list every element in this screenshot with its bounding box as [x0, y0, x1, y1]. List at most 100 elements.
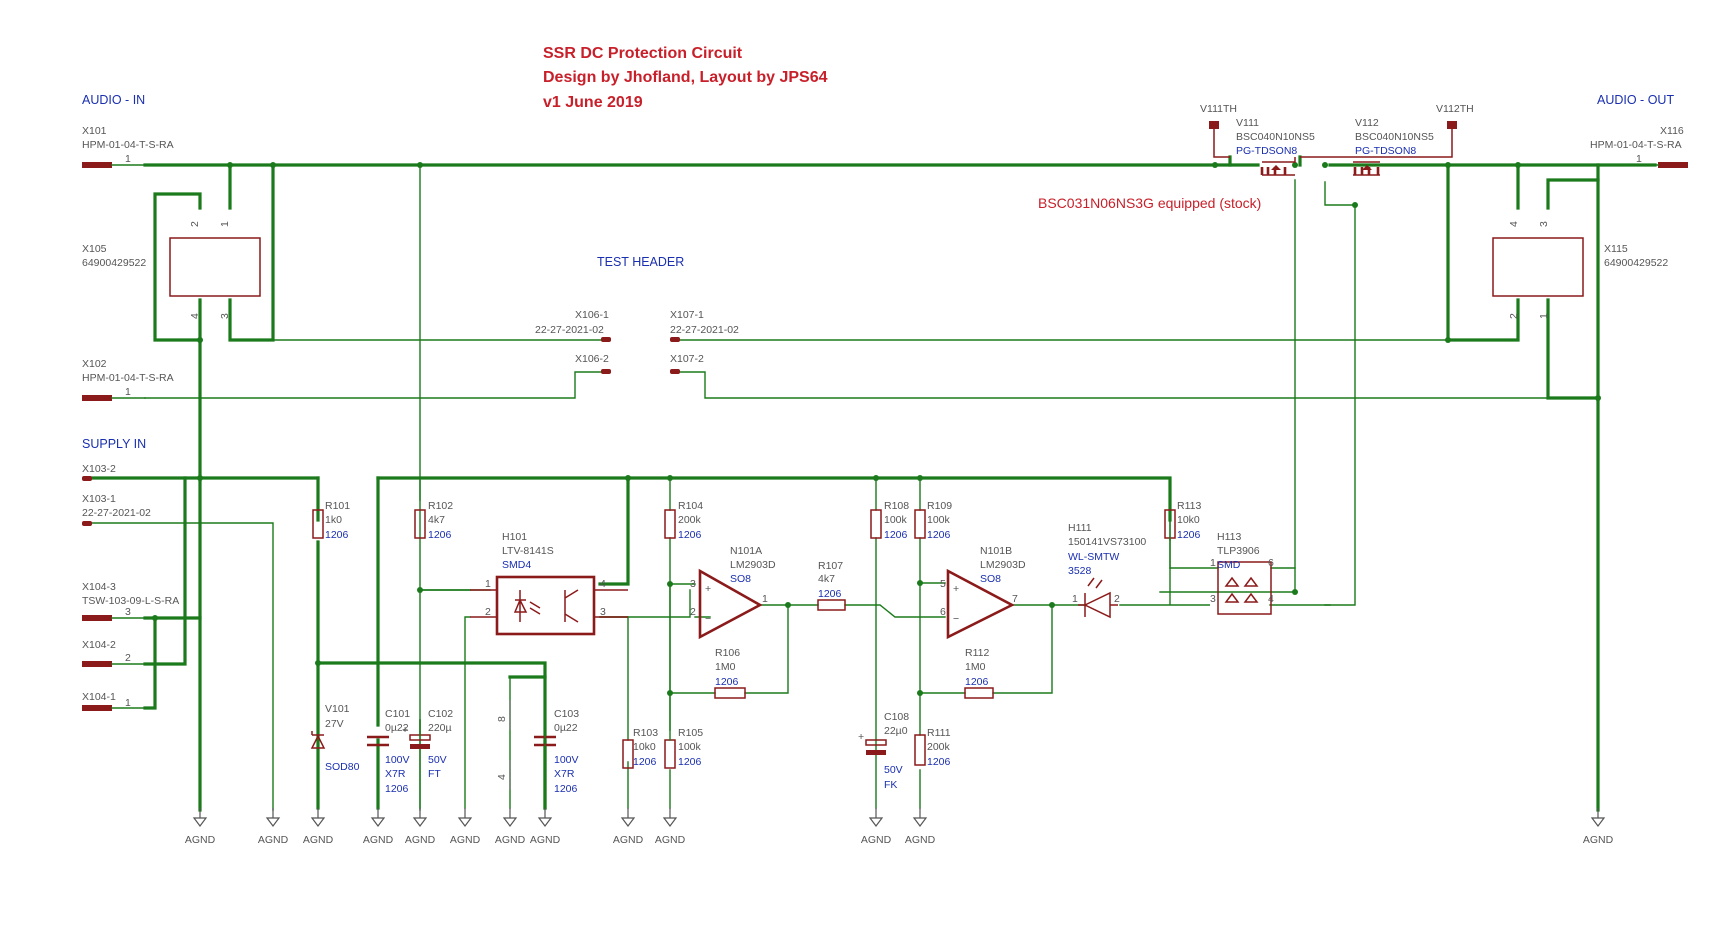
led-h111: H111 150141VS73100 WL-SMTW 3528 1 2 — [1068, 522, 1146, 619]
h113-package: SMD — [1217, 559, 1241, 571]
h113-pin-1: 1 — [1210, 557, 1216, 569]
ground-symbol: AGND — [363, 808, 394, 846]
agnd-label: AGND — [495, 834, 526, 846]
agnd-label: AGND — [613, 834, 644, 846]
x107-1-value: 22-27-2021-02 — [670, 324, 739, 336]
ground-symbol: AGND — [1583, 808, 1614, 846]
r103-value: 10k0 — [633, 741, 656, 753]
c108-plus: + — [858, 731, 864, 743]
ground-symbol: AGND — [495, 808, 526, 846]
heading-audio-in: AUDIO - IN — [82, 93, 145, 107]
r101-ref: R101 — [325, 500, 350, 512]
n101a-value: LM2903D — [730, 559, 776, 571]
x104-1-ref: X104-1 — [82, 691, 116, 703]
r106-package: 1206 — [715, 676, 739, 688]
h111-ref: H111 — [1068, 522, 1092, 534]
resistor-r111: R111 200k 1206 — [914, 727, 951, 768]
agnd-label: AGND — [905, 834, 936, 846]
r111-value: 200k — [927, 741, 951, 753]
optocoupler-h101: H101 LTV-8141S SMD4 1 2 3 4 — [470, 531, 628, 636]
heading-audio-out: AUDIO - OUT — [1597, 93, 1674, 107]
c103-package: 1206 — [554, 783, 578, 795]
title-line-2: Design by Jhofland, Layout by JPS64 — [543, 69, 828, 86]
equipment-note: BSC031N06NS3G equipped (stock) — [1038, 195, 1261, 211]
test-pins-h: 8 4 — [496, 700, 511, 790]
h113-ref: H113 — [1217, 531, 1241, 543]
n101b-package: SO8 — [980, 573, 1001, 585]
x107-2-ref: X107-2 — [670, 353, 704, 365]
ground-symbol: AGND — [185, 808, 216, 846]
r105-ref: R105 — [678, 727, 703, 739]
x102-ref: X102 — [82, 358, 107, 370]
h111-value: 150141VS73100 — [1068, 536, 1146, 548]
h101-pin-4: 4 — [600, 578, 606, 590]
x101-value: HPM-01-04-T-S-RA — [82, 139, 174, 151]
x104-2-pin: 2 — [125, 652, 131, 664]
r107-package: 1206 — [818, 588, 842, 600]
c101-ref: C101 — [385, 708, 410, 720]
heading-test-header: TEST HEADER — [597, 255, 684, 269]
c103-value: 0µ22 — [554, 722, 578, 734]
x101-ref: X101 — [82, 125, 107, 137]
r105-package: 1206 — [678, 756, 702, 768]
comparator-n101b: + − N101B LM2903D SO8 5 6 7 — [940, 545, 1026, 640]
ground-symbol: AGND — [861, 808, 892, 846]
x103-1-ref: X103-1 — [82, 493, 116, 505]
n101b-pin-5: 5 — [940, 578, 946, 590]
v112th-ref: V112TH — [1436, 103, 1474, 115]
agnd-label: AGND — [655, 834, 686, 846]
capacitor-c101: C101 0µ22 100V X7R 1206 — [367, 708, 410, 795]
resistor-r106: R106 1M0 1206 — [714, 647, 746, 699]
x106-2-ref: X106-2 — [575, 353, 609, 365]
pv-driver-h113: H113 TLP3906 SMD 1 6 3 4 — [1210, 531, 1274, 615]
x116-ref: X116 — [1660, 125, 1684, 137]
h113-pin-3: 3 — [1210, 593, 1216, 605]
ground-symbol: AGND — [405, 808, 436, 846]
ground-symbol: AGND — [613, 808, 644, 846]
x104-2-ref: X104-2 — [82, 639, 116, 651]
r108-ref: R108 — [884, 500, 909, 512]
x101-pin: 1 — [125, 153, 131, 165]
c101-package: 1206 — [385, 783, 409, 795]
r113-value: 10k0 — [1177, 514, 1200, 526]
x106-1-value: 22-27-2021-02 — [535, 324, 604, 336]
c108-voltage: 50V — [884, 764, 903, 776]
ground-symbol: AGND — [530, 808, 561, 846]
n101a-plus: + — [705, 583, 711, 595]
x104-1-pin: 1 — [125, 697, 131, 709]
agnd-label: AGND — [185, 834, 216, 846]
v111-ref: V111 — [1236, 117, 1259, 129]
c108-value: 22µ0 — [884, 725, 908, 737]
v112-package: PG-TDSON8 — [1355, 145, 1416, 157]
x115-pin-3: 3 — [1538, 221, 1550, 227]
x107-1-ref: X107-1 — [670, 309, 704, 321]
resistor-r113: R113 10k0 1206 — [1164, 500, 1201, 541]
agnd-label: AGND — [450, 834, 481, 846]
x104-3-pin: 3 — [125, 606, 131, 618]
r107-ref: R107 — [818, 560, 843, 572]
n101b-pin-7: 7 — [1012, 593, 1018, 605]
n101b-pin-6: 6 — [940, 606, 946, 618]
title-line-1: SSR DC Protection Circuit — [543, 45, 743, 62]
c102-voltage: 50V — [428, 754, 447, 766]
c102-value: 220µ — [428, 722, 452, 734]
h111-package-2: 3528 — [1068, 565, 1092, 577]
r106-ref: R106 — [715, 647, 740, 659]
n101a-minus: − — [705, 613, 711, 625]
resistor-r107: R107 4k7 1206 — [817, 560, 846, 611]
r101-package: 1206 — [325, 529, 349, 541]
resistor-r101: R101 1k0 1206 — [312, 500, 350, 541]
r109-package: 1206 — [927, 529, 951, 541]
v112-value: BSC040N10NS5 — [1355, 131, 1434, 143]
r104-ref: R104 — [678, 500, 703, 512]
r105-value: 100k — [678, 741, 702, 753]
ground-symbol: AGND — [258, 808, 289, 846]
resistor-r105: R105 100k 1206 — [664, 727, 703, 769]
h101-pin-2: 2 — [485, 606, 491, 618]
title-block: SSR DC Protection Circuit Design by Jhof… — [543, 45, 828, 111]
agnd-label: AGND — [861, 834, 892, 846]
h101-pin-1: 1 — [485, 578, 491, 590]
r102-package: 1206 — [428, 529, 452, 541]
x115-pin-4: 4 — [1508, 221, 1520, 227]
x105-block: X105 64900429522 2 1 4 3 — [82, 221, 261, 319]
